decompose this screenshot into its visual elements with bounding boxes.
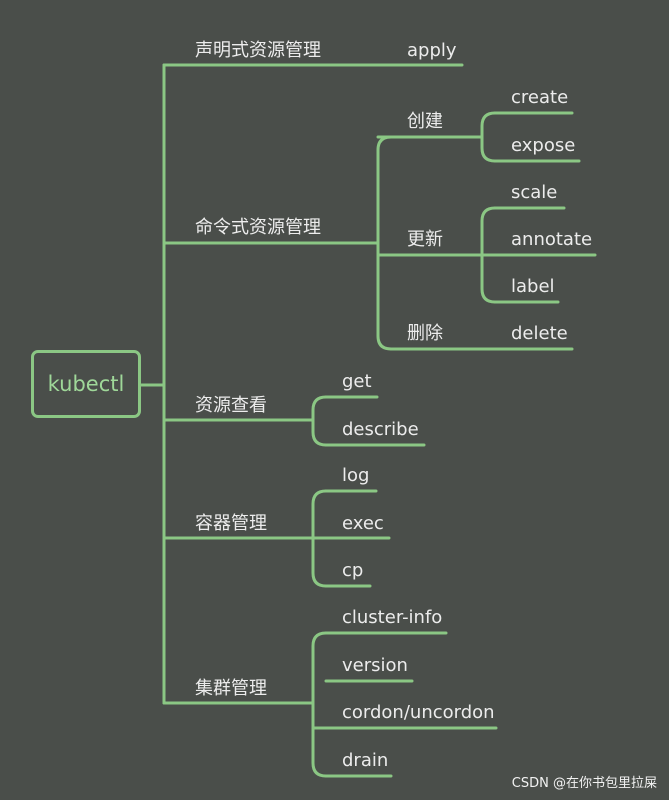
branch-cluster: 集群管理 [195,678,267,699]
group-update: 更新 [407,229,443,250]
cmd-label: label [511,276,555,297]
cmd-scale: scale [511,182,558,203]
root-node: kubectl [47,372,125,396]
cmd-annotate: annotate [511,229,593,250]
branch-declarative: 声明式资源管理 [195,40,321,61]
view-trunk [311,395,328,447]
cmd-cluster-info: cluster-info [342,607,443,628]
cmd-describe: describe [342,419,419,440]
cmd-drain: drain [342,750,389,771]
branch-view: 资源查看 [195,395,267,416]
branch-container: 容器管理 [195,513,267,534]
cmd-get: get [342,371,372,392]
group-delete: 删除 [407,323,443,344]
cmd-delete: delete [511,323,568,344]
branch-imperative: 命令式资源管理 [195,217,321,238]
cmd-apply: apply [407,40,457,61]
root-node-box [31,350,141,418]
imperative-trunk [376,135,393,351]
watermark: CSDN @在你书包里拉屎 [511,776,657,791]
create-group-trunk [480,111,497,163]
cmd-create: create [511,87,569,108]
cmd-cordon: cordon/uncordon [342,702,495,723]
cmd-expose: expose [511,135,576,156]
cluster-trunk [311,631,328,778]
cmd-log: log [342,465,370,486]
group-create: 创建 [407,111,443,132]
cmd-exec: exec [342,513,384,534]
cmd-cp: cp [342,560,364,581]
cmd-version: version [342,655,408,676]
